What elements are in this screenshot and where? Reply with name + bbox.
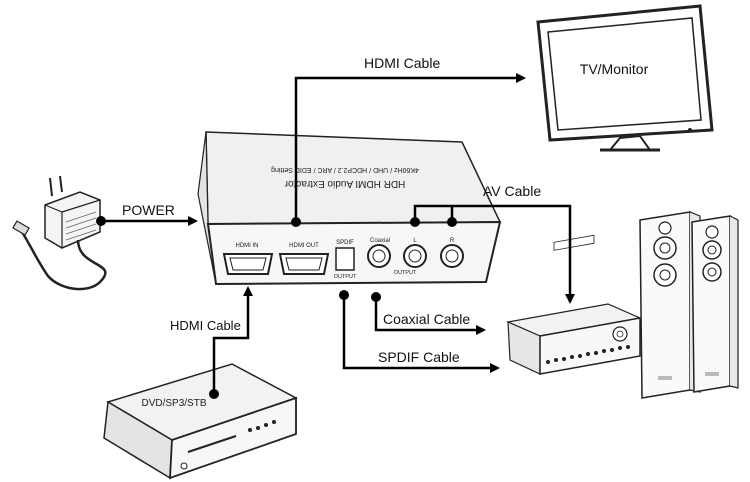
hdmi-cable-left-label: HDMI Cable: [170, 318, 241, 333]
spdif-label: SPDIF: [336, 240, 354, 246]
tv-monitor: TV/Monitor: [536, 4, 714, 152]
power-label: POWER: [122, 202, 175, 218]
cables: [96, 73, 575, 399]
dvd-player: DVD/SP3/STB: [103, 363, 298, 480]
right-channel-label: R: [450, 238, 455, 244]
speaker-right: [691, 215, 739, 393]
spdif-cable-label: SPDIF Cable: [378, 349, 460, 365]
hdmi-out-label: HDMI OUT: [289, 243, 319, 249]
tv-monitor-label: TV/Monitor: [580, 61, 649, 77]
left-channel-label: L: [413, 238, 417, 244]
av-receiver: [505, 234, 643, 375]
coaxial-cable-label: Coaxial Cable: [383, 311, 470, 327]
hdmi-cable-from-source: [212, 286, 253, 392]
power-adapter: [12, 175, 107, 291]
av-cable: [413, 204, 575, 304]
coaxial-label: Coaxial: [370, 238, 390, 244]
dvd-source-label: DVD/SP3/STB: [141, 398, 206, 409]
output-label-analog: OUTPUT: [394, 270, 417, 276]
hdmi-audio-extractor: HDR HDMI Audio Extractor 4K60Hz / UHD / …: [197, 131, 502, 286]
extractor-subtitle: 4K60Hz / UHD / HDCP2.2 / ARC / EDID Sett…: [271, 166, 419, 173]
speaker-left: [639, 211, 701, 399]
spdif-cable: [342, 295, 500, 373]
output-label-spdif: OUTPUT: [334, 274, 357, 280]
av-cable-label: AV Cable: [483, 183, 541, 199]
extractor-title: HDR HDMI Audio Extractor: [284, 178, 405, 189]
hdmi-cable-to-tv: [294, 73, 526, 222]
hdmi-in-label: HDMI IN: [236, 243, 259, 249]
coaxial-cable: [374, 297, 486, 335]
hdmi-cable-top-label: HDMI Cable: [364, 55, 440, 71]
